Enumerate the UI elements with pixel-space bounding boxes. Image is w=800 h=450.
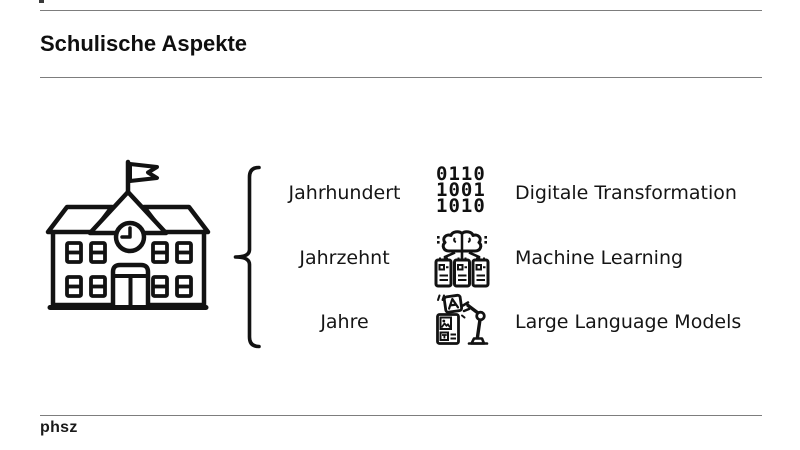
binary-line-1: 0110 bbox=[436, 163, 486, 185]
row-label-jahrhundert: Jahrhundert bbox=[288, 182, 401, 204]
page-title: Schulische Aspekte bbox=[40, 30, 248, 56]
curly-brace-icon bbox=[230, 164, 262, 350]
binary-line-3: 1010 bbox=[436, 195, 486, 217]
binary-line-2: 1001 bbox=[436, 179, 486, 201]
footer-logo: phsz bbox=[40, 419, 78, 436]
binary-code-icon: 0110 1001 1010 bbox=[436, 163, 486, 217]
school-building-icon bbox=[45, 155, 211, 311]
row-desc-digitale-transformation: Digitale Transformation bbox=[515, 182, 737, 204]
brain-server-network-icon bbox=[434, 228, 490, 288]
header-top-rule bbox=[40, 10, 762, 11]
header-bottom-rule bbox=[40, 77, 762, 78]
row-desc-machine-learning: Machine Learning bbox=[515, 247, 684, 269]
row-desc-large-language-models: Large Language Models bbox=[515, 311, 742, 333]
row-label-jahrzehnt: Jahrzehnt bbox=[299, 247, 390, 269]
robot-arm-content-icon bbox=[434, 292, 490, 348]
row-label-jahre: Jahre bbox=[320, 311, 369, 333]
footer-rule bbox=[40, 415, 762, 416]
corner-tick bbox=[39, 0, 44, 3]
